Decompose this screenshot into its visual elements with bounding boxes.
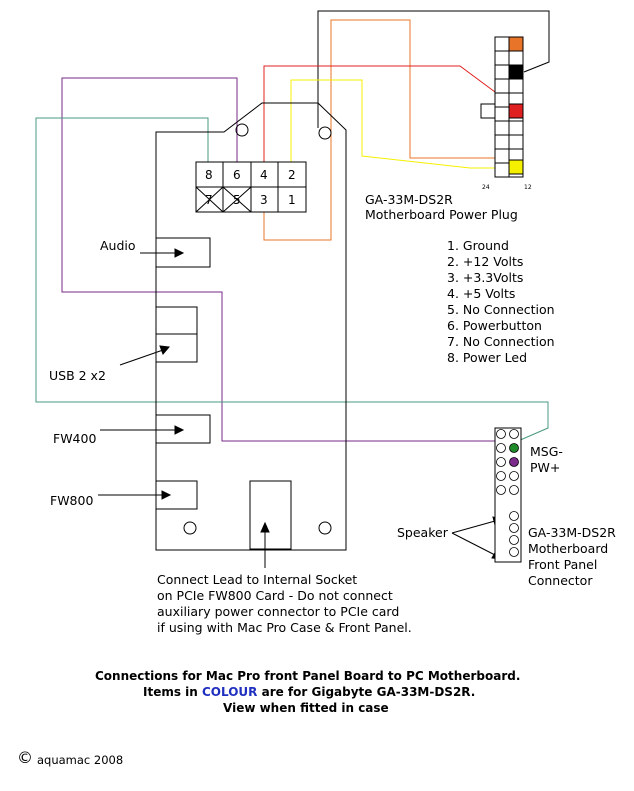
pin-label-3: 3 [260, 193, 268, 207]
power-plug-title: GA-33M-DS2R Motherboard Power Plug [365, 192, 518, 222]
power-pin-12-label: 12 [524, 184, 532, 191]
power-pin-orange [508, 36, 524, 52]
audio-label: Audio [100, 238, 136, 253]
pin-label-8: 8 [205, 168, 213, 182]
wire-yellow [290, 79, 510, 169]
pin-label-4: 4 [260, 168, 268, 182]
mounting-hole-bottom-right [318, 521, 332, 535]
pin-label-1: 1 [288, 193, 296, 207]
usb-label: USB 2 x2 [49, 368, 106, 383]
colour-word: COLOUR [202, 685, 257, 699]
pin-label-2: 2 [288, 168, 296, 182]
svg-text:if using with Mac Pro Case & F: if using with Mac Pro Case & Front Panel… [157, 620, 412, 635]
pin-label-7: 7 [205, 193, 213, 207]
power-pin-black [508, 64, 524, 80]
svg-text:7. No Connection: 7. No Connection [447, 334, 555, 349]
copyright-text: aquamac 2008 [37, 753, 123, 767]
fw800-label: FW800 [50, 493, 93, 508]
power-plug: 24 12 [480, 36, 532, 191]
svg-text:8. Power Led: 8. Power Led [447, 350, 527, 365]
svg-text:2. +12 Volts: 2. +12 Volts [447, 254, 523, 269]
svg-text:Motherboard: Motherboard [528, 541, 608, 556]
pin-label-5: 5 [233, 193, 241, 207]
power-pin-red [508, 103, 524, 119]
mounting-hole-top-right [318, 126, 332, 140]
board-outline [155, 102, 347, 551]
mounting-hole-top-left [235, 123, 249, 137]
pw-label: PW+ [530, 460, 560, 475]
pin-label-6: 6 [233, 168, 241, 182]
svg-text:GA-33M-DS2R: GA-33M-DS2R [365, 192, 453, 207]
svg-text:3. +3.3Volts: 3. +3.3Volts [447, 270, 523, 285]
svg-text:1. Ground: 1. Ground [447, 238, 509, 253]
pin-legend-list: 1. Ground 2. +12 Volts 3. +3.3Volts 4. +… [447, 238, 555, 365]
wire-purple [61, 77, 511, 463]
internal-socket [249, 480, 292, 550]
internal-socket-note: Connect Lead to Internal Socket on PCIe … [157, 572, 412, 635]
fw400-label: FW400 [53, 431, 96, 446]
footer-line-3: View when fitted in case [223, 701, 389, 715]
svg-text:5. No Connection: 5. No Connection [447, 302, 555, 317]
msg-label: MSG- [530, 444, 563, 459]
front-panel-title: GA-33M-DS2R Motherboard Front Panel Conn… [528, 525, 616, 588]
copyright-symbol: © [17, 748, 33, 767]
svg-text:GA-33M-DS2R: GA-33M-DS2R [528, 525, 616, 540]
svg-text:Front Panel: Front Panel [528, 557, 597, 572]
svg-text:on PCIe FW800 Card - Do not co: on PCIe FW800 Card - Do not connect [157, 588, 393, 603]
board-connector: 8 6 4 2 7 5 3 1 [195, 161, 307, 213]
footer-line-1: Connections for Mac Pro front Panel Boar… [95, 669, 520, 683]
mounting-hole-bottom-left [183, 521, 197, 535]
speaker-label: Speaker [397, 525, 449, 540]
svg-text:4. +5 Volts: 4. +5 Volts [447, 286, 515, 301]
svg-text:6. Powerbutton: 6. Powerbutton [447, 318, 542, 333]
wire-teal [35, 117, 549, 442]
svg-text:Motherboard Power Plug: Motherboard Power Plug [365, 207, 518, 222]
footer-line-2: Items in COLOUR are for Gigabyte GA-33M-… [143, 685, 475, 699]
wire-red [263, 65, 496, 162]
usb-socket [155, 306, 198, 363]
front-panel-connector [494, 427, 522, 563]
svg-text:auxiliary power connector to P: auxiliary power connector to PCIe card [157, 604, 399, 619]
power-pin-24-label: 24 [482, 184, 490, 191]
power-pin-yellow [508, 159, 524, 175]
svg-text:Connector: Connector [528, 573, 593, 588]
fw400-socket [155, 414, 211, 444]
wire-orange [330, 19, 497, 159]
svg-text:Connect Lead to Internal Socke: Connect Lead to Internal Socket [157, 572, 357, 587]
wire-black [317, 10, 550, 128]
